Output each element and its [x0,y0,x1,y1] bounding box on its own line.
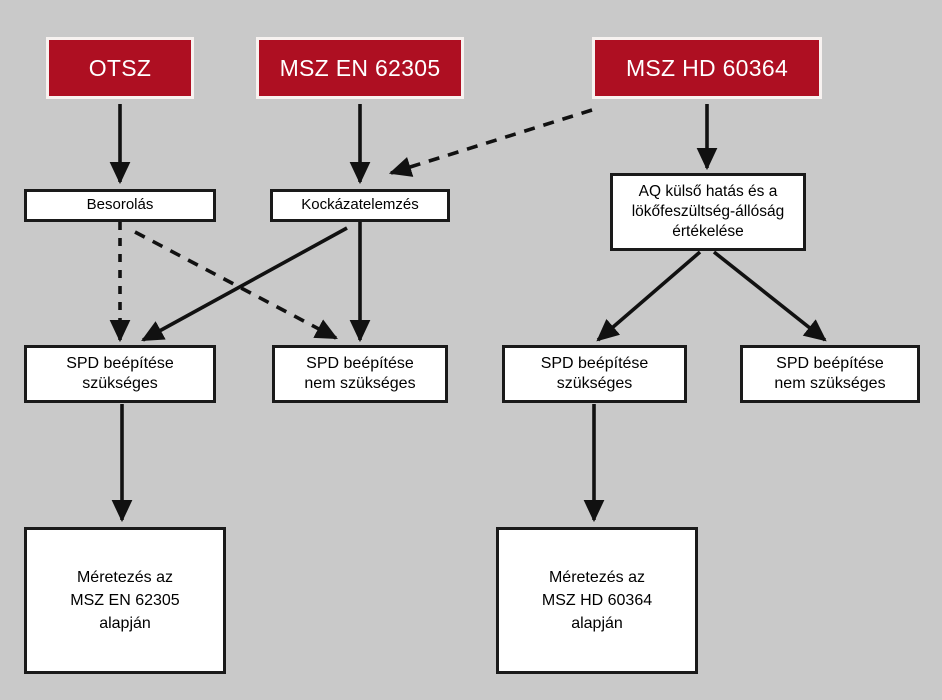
edge-aq-to-spd-nem-szukseges [712,250,827,342]
node-besorolas[interactable]: Besorolás [24,189,216,222]
edge-msz-hd-to-kockazat [388,108,593,177]
edge-besorolas-to-spd-nem-szukseges [134,230,338,340]
node-msz-en-62305[interactable]: MSZ EN 62305 [256,37,464,99]
node-msz-hd-60364[interactable]: MSZ HD 60364 [592,37,822,99]
node-aq-ertekeles-label: AQ külső hatás és a lökőfeszültség-állós… [631,183,785,240]
node-spd-nem-szukseges-left[interactable]: SPD beépítése nem szükséges [272,345,448,403]
node-aq-ertekeles[interactable]: AQ külső hatás és a lökőfeszültség-állós… [610,173,806,251]
node-msz-hd-60364-label: MSZ HD 60364 [625,54,789,81]
node-msz-en-62305-label: MSZ EN 62305 [279,54,441,81]
node-spd-nem-szukseges-right[interactable]: SPD beépítése nem szükséges [740,345,920,403]
node-spd-szukseges-right[interactable]: SPD beépítése szükséges [502,345,687,403]
node-kockazatelemzes[interactable]: Kockázatelemzés [270,189,450,222]
edge-aq-to-spd-szukseges [596,250,702,342]
node-meretezes-msz-en-62305-label: Méretezés az MSZ EN 62305 alapján [70,568,180,633]
node-spd-nem-szukseges-left-label: SPD beépítése nem szükséges [304,355,416,392]
node-spd-nem-szukseges-right-label: SPD beépítése nem szükséges [774,355,886,392]
node-kockazatelemzes-label: Kockázatelemzés [301,196,419,214]
edge-kockazat-to-spd-szukseges [141,226,348,342]
node-meretezes-msz-hd-60364-label: Méretezés az MSZ HD 60364 alapján [541,568,653,633]
node-besorolas-label: Besorolás [86,196,154,214]
node-spd-szukseges-left-label: SPD beépítése szükséges [66,355,174,392]
node-otsz-label: OTSZ [88,54,152,81]
node-meretezes-msz-en-62305[interactable]: Méretezés az MSZ EN 62305 alapján [24,527,226,674]
node-spd-szukseges-right-label: SPD beépítése szükséges [540,355,649,392]
node-spd-szukseges-left[interactable]: SPD beépítése szükséges [24,345,216,403]
node-otsz[interactable]: OTSZ [46,37,194,99]
node-meretezes-msz-hd-60364[interactable]: Méretezés az MSZ HD 60364 alapján [496,527,698,674]
